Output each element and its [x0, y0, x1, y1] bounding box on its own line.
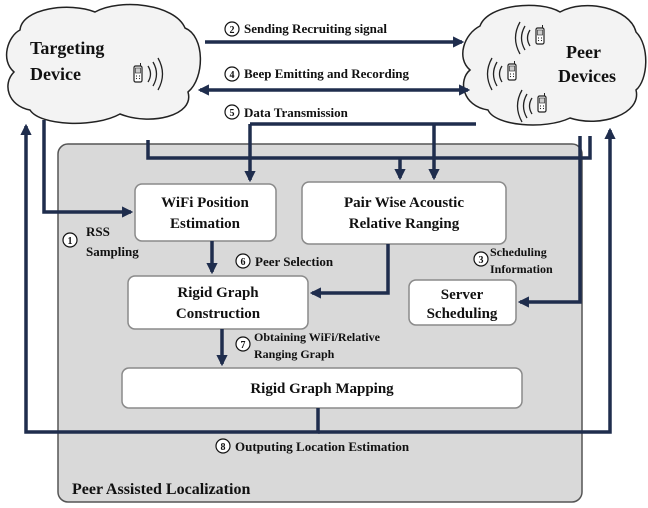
pairwise-ranging-label-1: Pair Wise Acoustic	[344, 195, 464, 211]
svg-text:Ranging Graph: Ranging Graph	[254, 347, 335, 361]
phone-icon	[133, 62, 143, 83]
region-label: Peer Assisted Localization	[72, 481, 250, 498]
svg-text:5: 5	[230, 108, 235, 119]
svg-text:6: 6	[241, 257, 246, 268]
step-2: 2 Sending Recruiting signal	[224, 21, 387, 37]
svg-text:Outputing Location Estimation: Outputing Location Estimation	[235, 439, 410, 454]
targeting-device-label-2: Device	[30, 64, 81, 84]
svg-text:3: 3	[479, 255, 484, 266]
phone-icon	[507, 60, 517, 81]
svg-text:Beep Emitting and Recording: Beep Emitting and Recording	[244, 66, 410, 81]
arrow-rss-sampling	[42, 120, 134, 218]
step-6: 6 Peer Selection	[235, 253, 334, 269]
svg-text:RSS: RSS	[86, 224, 110, 239]
svg-text:Data Transmission: Data Transmission	[244, 105, 349, 120]
pairwise-ranging-box	[301, 181, 507, 245]
arrow-peers-to-pairwise	[146, 136, 592, 160]
svg-text:Sampling: Sampling	[86, 244, 139, 259]
wifi-position-label-2: Estimation	[170, 216, 241, 232]
signal-waves-icon	[486, 57, 503, 91]
svg-text:Information: Information	[490, 262, 553, 276]
rigid-construction-box	[127, 275, 309, 330]
arrow-output-location-right	[318, 127, 616, 434]
step-1: 1 RSS Sampling	[62, 224, 139, 259]
step-3: 3 Scheduling Information	[473, 245, 553, 276]
peer-devices-label-1: Peer	[566, 42, 601, 62]
svg-text:4: 4	[230, 70, 235, 81]
arrow-pairwise-to-rigid	[309, 244, 390, 299]
server-scheduling-label-1: Server	[441, 287, 484, 303]
step-8: 8 Outputing Location Estimation	[215, 438, 410, 454]
svg-text:2: 2	[230, 25, 235, 36]
svg-text:Obtaining WiFi/Relative: Obtaining WiFi/Relative	[254, 330, 381, 344]
arrow-scheduling-info	[517, 136, 582, 308]
peer-devices-label-2: Devices	[558, 66, 616, 86]
rigid-construction-label-1: Rigid Graph	[177, 285, 259, 301]
signal-waves-icon	[147, 57, 164, 91]
step-7: 7 Obtaining WiFi/Relative Ranging Graph	[235, 330, 381, 361]
wifi-position-box	[134, 183, 277, 242]
svg-text:Scheduling: Scheduling	[490, 245, 547, 259]
rigid-mapping-label: Rigid Graph Mapping	[250, 381, 394, 397]
wifi-position-label-1: WiFi Position	[161, 195, 249, 211]
svg-text:Peer Selection: Peer Selection	[255, 254, 334, 269]
rigid-construction-label-2: Construction	[176, 306, 261, 322]
targeting-device-label-1: Targeting	[30, 38, 104, 58]
svg-text:8: 8	[221, 442, 226, 453]
rigid-mapping-box	[121, 367, 523, 409]
arrow-output-location-left	[20, 123, 320, 434]
server-scheduling-label-2: Scheduling	[427, 306, 498, 322]
phone-icon	[535, 24, 545, 45]
targeting-device-cloud	[5, 3, 202, 125]
svg-text:1: 1	[68, 236, 73, 247]
svg-text:Sending Recruiting signal: Sending Recruiting signal	[244, 21, 387, 36]
pairwise-ranging-label-2: Relative Ranging	[349, 216, 460, 232]
step-4: 4 Beep Emitting and Recording	[224, 66, 410, 82]
signal-waves-icon	[514, 21, 531, 55]
server-scheduling-box	[408, 279, 517, 326]
peer-devices-cloud	[462, 4, 647, 126]
step-5: 5 Data Transmission	[224, 104, 349, 120]
phone-icon	[537, 92, 547, 113]
svg-text:7: 7	[241, 340, 246, 351]
signal-waves-icon	[516, 89, 533, 123]
